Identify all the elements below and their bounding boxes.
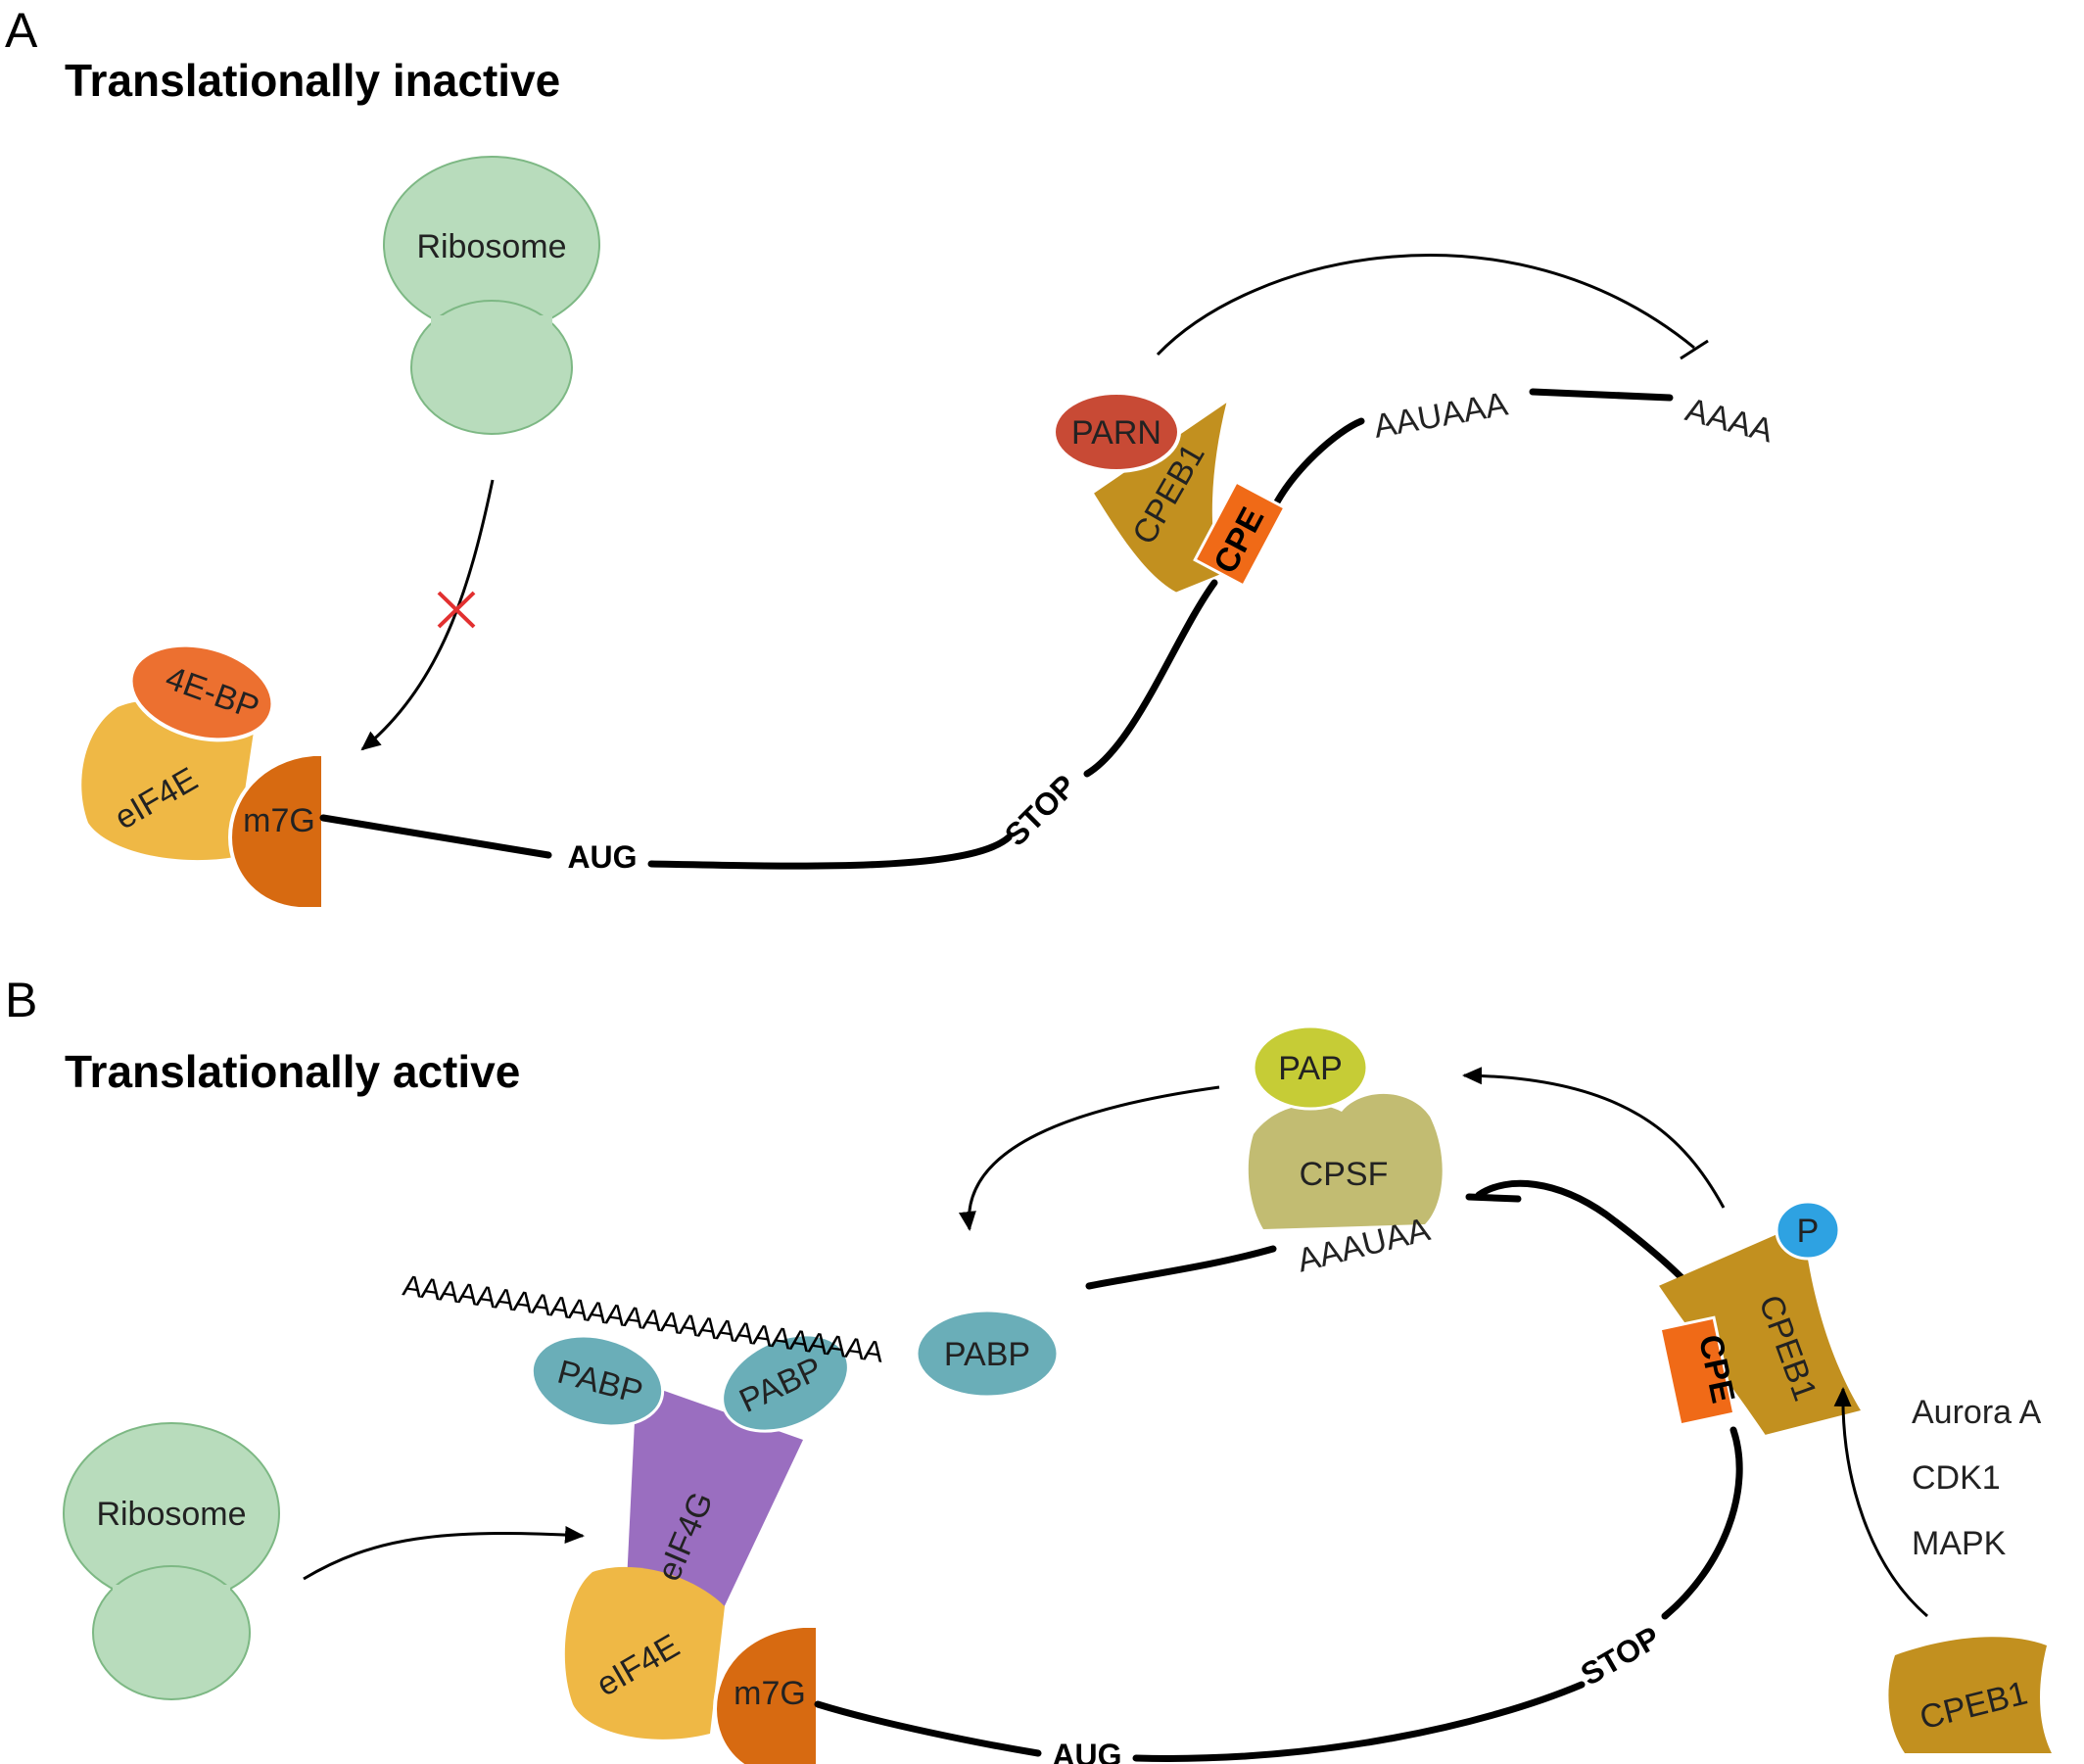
panel-b-title: Translationally active bbox=[65, 1046, 520, 1097]
pabp-1 bbox=[530, 1334, 665, 1428]
kinase-aurora-a: Aurora A bbox=[1912, 1394, 2042, 1431]
mrna-b bbox=[814, 1179, 1743, 1762]
m7g-b-label: m7G bbox=[734, 1675, 806, 1712]
block-x-icon bbox=[437, 591, 476, 629]
phospho-label: P bbox=[1797, 1213, 1820, 1250]
m7g-a-label: m7G bbox=[243, 802, 315, 839]
panel-b-letter: B bbox=[5, 973, 37, 1027]
panel-a-title: Translationally inactive bbox=[65, 55, 560, 106]
parn-label: PARN bbox=[1071, 414, 1161, 452]
kinase-mapk: MAPK bbox=[1912, 1525, 2007, 1562]
panel-a: A Translationally inactive Ribosome eIF4… bbox=[5, 3, 1777, 911]
panel-a-letter: A bbox=[5, 3, 38, 58]
aug-a: AUG bbox=[567, 839, 637, 875]
pap-label: PAP bbox=[1278, 1050, 1343, 1087]
stop-a: STOP bbox=[998, 768, 1083, 853]
eif4e-complex-a: eIF4E 4E-BP m7G bbox=[81, 643, 325, 911]
kinase-list: Aurora A CDK1 MAPK bbox=[1912, 1394, 2042, 1562]
ribosome-a-label: Ribosome bbox=[416, 228, 566, 265]
cpsf-recruitment-arrow bbox=[1462, 1067, 1726, 1209]
ribosome-a: Ribosome bbox=[383, 156, 600, 435]
ribosome-b-label: Ribosome bbox=[96, 1496, 246, 1533]
ribosome-b: Ribosome bbox=[63, 1422, 280, 1700]
blocked-recruitment-arrow bbox=[360, 479, 495, 751]
deadenylation-inhibition-arc bbox=[1156, 254, 1695, 357]
polyadenylation-arrow bbox=[958, 1085, 1220, 1231]
mrna-a bbox=[319, 388, 1674, 870]
cpeb1-complex-b: P CPEB1 CPE bbox=[1658, 1200, 1861, 1435]
cpeb1-complex-a: CPEB1 PARN CPE bbox=[1052, 391, 1287, 593]
phosphorylation-arrow bbox=[1833, 1387, 1928, 1618]
eif4e-complex-b: eIF4G eIF4E m7G bbox=[564, 1381, 820, 1764]
pabp-group: PABP PABP PABP bbox=[530, 1309, 1060, 1433]
pabp-2 bbox=[721, 1333, 850, 1433]
ribosome-recruitment-arrow bbox=[303, 1526, 585, 1581]
pabp-3 bbox=[915, 1309, 1060, 1399]
kinase-cdk1: CDK1 bbox=[1912, 1459, 2001, 1497]
aauaaa-a: AAUAAA bbox=[1371, 385, 1511, 445]
stop-b: STOP bbox=[1575, 1619, 1666, 1692]
inhibition-bar bbox=[1680, 339, 1709, 360]
panel-b: B Translationally active Ribosome eIF4G … bbox=[5, 973, 2052, 1764]
cpsf-label: CPSF bbox=[1300, 1156, 1389, 1193]
polya-a: AAAA bbox=[1681, 391, 1777, 450]
pabp-3-label: PABP bbox=[944, 1336, 1030, 1373]
polya-tail-b: AAAAAAAAAAAAAAAAAAAAAAAAAA bbox=[401, 1269, 885, 1369]
cpeb1-free: CPEB1 bbox=[1888, 1637, 2052, 1753]
aug-b: AUG bbox=[1052, 1738, 1121, 1764]
cpsf-pap-complex: PAP CPSF bbox=[1248, 1025, 1443, 1229]
